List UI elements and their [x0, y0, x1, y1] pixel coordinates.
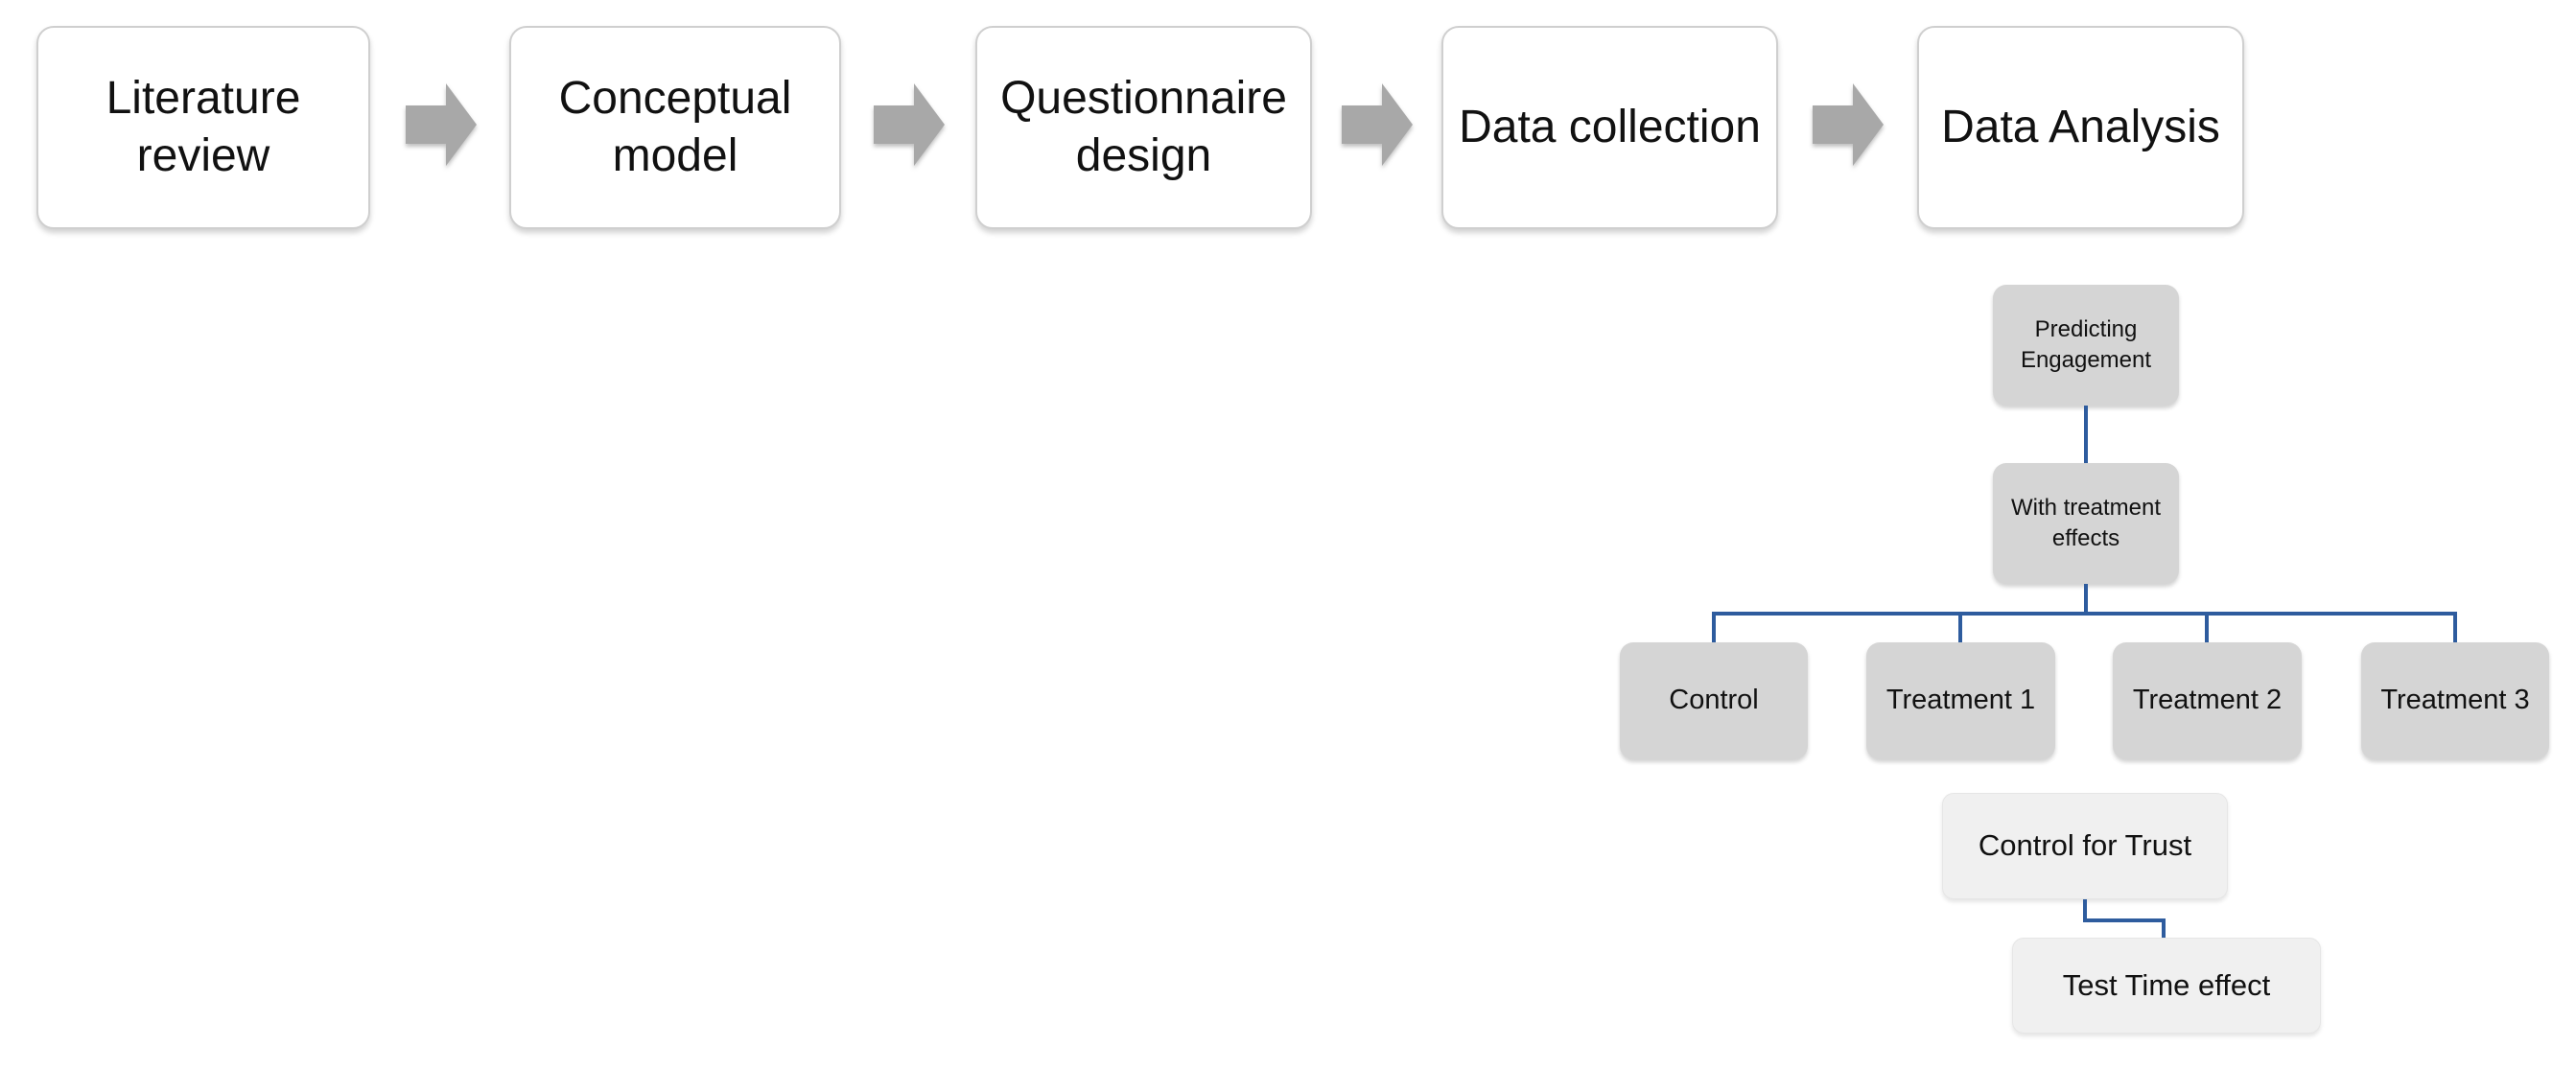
flow-step-data-collection: Data collection: [1441, 26, 1778, 229]
analysis-step-label: Control for Trust: [1978, 828, 2192, 863]
connector-step-across: [2083, 918, 2166, 922]
tree-node-label: With treatment effects: [2010, 495, 2162, 551]
connector-drop-treatment-1: [1958, 614, 1962, 642]
connector-drop-treatment-2: [2205, 614, 2209, 642]
tree-node-treatment-3: Treatment 3: [2361, 642, 2549, 759]
arrow-right-icon: [1342, 83, 1413, 166]
connector-step-into: [2162, 918, 2166, 941]
flow-step-label: Literature review: [105, 73, 301, 181]
connector-drop-treatment-3: [2453, 614, 2457, 642]
analysis-step-test-time-effect: Test Time effect: [2012, 938, 2321, 1034]
connector-step-down: [2083, 899, 2087, 922]
analysis-step-label: Test Time effect: [2062, 967, 2271, 1002]
flow-step-label: Data Analysis: [1941, 102, 2220, 152]
arrow-right-icon: [406, 83, 477, 166]
flow-step-literature-review: Literature review: [36, 26, 370, 229]
tree-node-label: Treatment 3: [2380, 685, 2530, 716]
flow-step-label: Conceptual model: [558, 73, 792, 181]
connector-drop-control: [1712, 614, 1716, 642]
connector-rail: [1712, 612, 2457, 616]
arrow-right-icon: [874, 83, 945, 166]
connector-root-to-level2: [2084, 406, 2088, 463]
flow-step-label: Data collection: [1459, 102, 1761, 152]
flow-step-label: Questionnaire design: [1000, 73, 1287, 181]
flow-step-questionnaire-design: Questionnaire design: [975, 26, 1312, 229]
flow-step-conceptual-model: Conceptual model: [509, 26, 841, 229]
flow-step-data-analysis: Data Analysis: [1917, 26, 2244, 229]
tree-node-predicting-engagement: Predicting Engagement: [1993, 285, 2179, 406]
tree-node-label: Predicting Engagement: [2020, 316, 2152, 373]
tree-node-label: Control: [1669, 685, 1759, 716]
tree-node-treatment-1: Treatment 1: [1866, 642, 2055, 759]
tree-node-with-treatment-effects: With treatment effects: [1993, 463, 2179, 584]
analysis-step-control-for-trust: Control for Trust: [1942, 793, 2228, 899]
tree-node-control: Control: [1620, 642, 1808, 759]
arrow-right-icon: [1813, 83, 1884, 166]
connector-trunk: [2084, 584, 2088, 614]
tree-node-treatment-2: Treatment 2: [2113, 642, 2302, 759]
tree-node-label: Treatment 2: [2132, 685, 2283, 716]
tree-node-label: Treatment 1: [1885, 685, 2036, 716]
